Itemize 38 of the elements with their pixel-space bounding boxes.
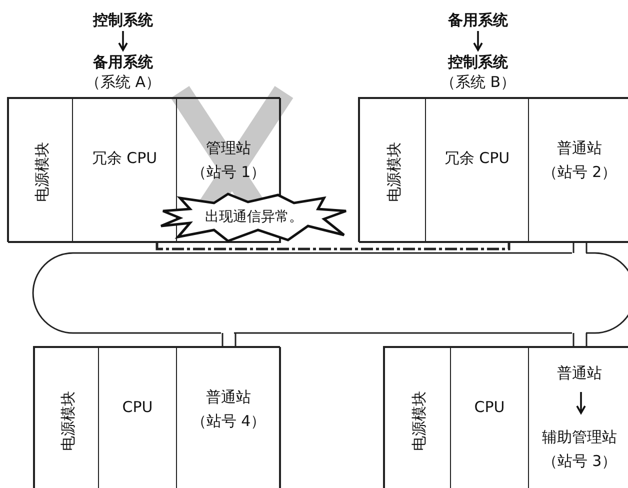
heading-text: 控制系统: [92, 10, 154, 30]
module-label: CPU: [121, 397, 154, 418]
module-label: （站号 2）: [541, 162, 618, 183]
module-label: 电源模块: [58, 390, 78, 452]
module-label: CPU: [473, 397, 506, 418]
callout-text: 出现通信异常。: [204, 208, 304, 227]
cable-line: [572, 332, 588, 348]
module-box: [384, 347, 451, 488]
rack-frame: [383, 346, 628, 488]
module-box: [425, 98, 529, 243]
heading-text: 备用系统: [446, 10, 509, 30]
module-box: [176, 347, 281, 488]
module-label: 管理站: [205, 138, 252, 159]
heading-text: （系统 B）: [439, 72, 517, 92]
module-label: 冗余 CPU: [443, 148, 511, 169]
module-label: （站号 1）: [190, 162, 267, 183]
module-label: 普通站: [205, 387, 252, 408]
fault-route-line: [156, 243, 510, 250]
cable-line: [222, 332, 236, 348]
rack-frame: [33, 346, 280, 488]
module-label: 普通站: [556, 363, 603, 384]
module-label: （站号 3）: [541, 451, 618, 472]
module-box: [34, 347, 99, 488]
cable-line: [572, 242, 588, 254]
module-box: [8, 98, 73, 243]
module-label: 电源模块: [32, 140, 52, 204]
module-label: 电源模块: [384, 140, 404, 204]
module-label: （站号 4）: [190, 411, 267, 432]
ring-cable: [32, 252, 628, 334]
heading-text: （系统 A）: [84, 72, 162, 92]
heading-text: 控制系统: [446, 52, 509, 72]
module-label: 冗余 CPU: [90, 148, 158, 169]
module-box: [359, 98, 426, 243]
heading-text: 备用系统: [92, 52, 154, 72]
module-label: 辅助管理站: [541, 427, 618, 448]
module-box: [528, 98, 628, 243]
module-label: 电源模块: [408, 390, 428, 452]
module-label: 普通站: [556, 138, 603, 159]
